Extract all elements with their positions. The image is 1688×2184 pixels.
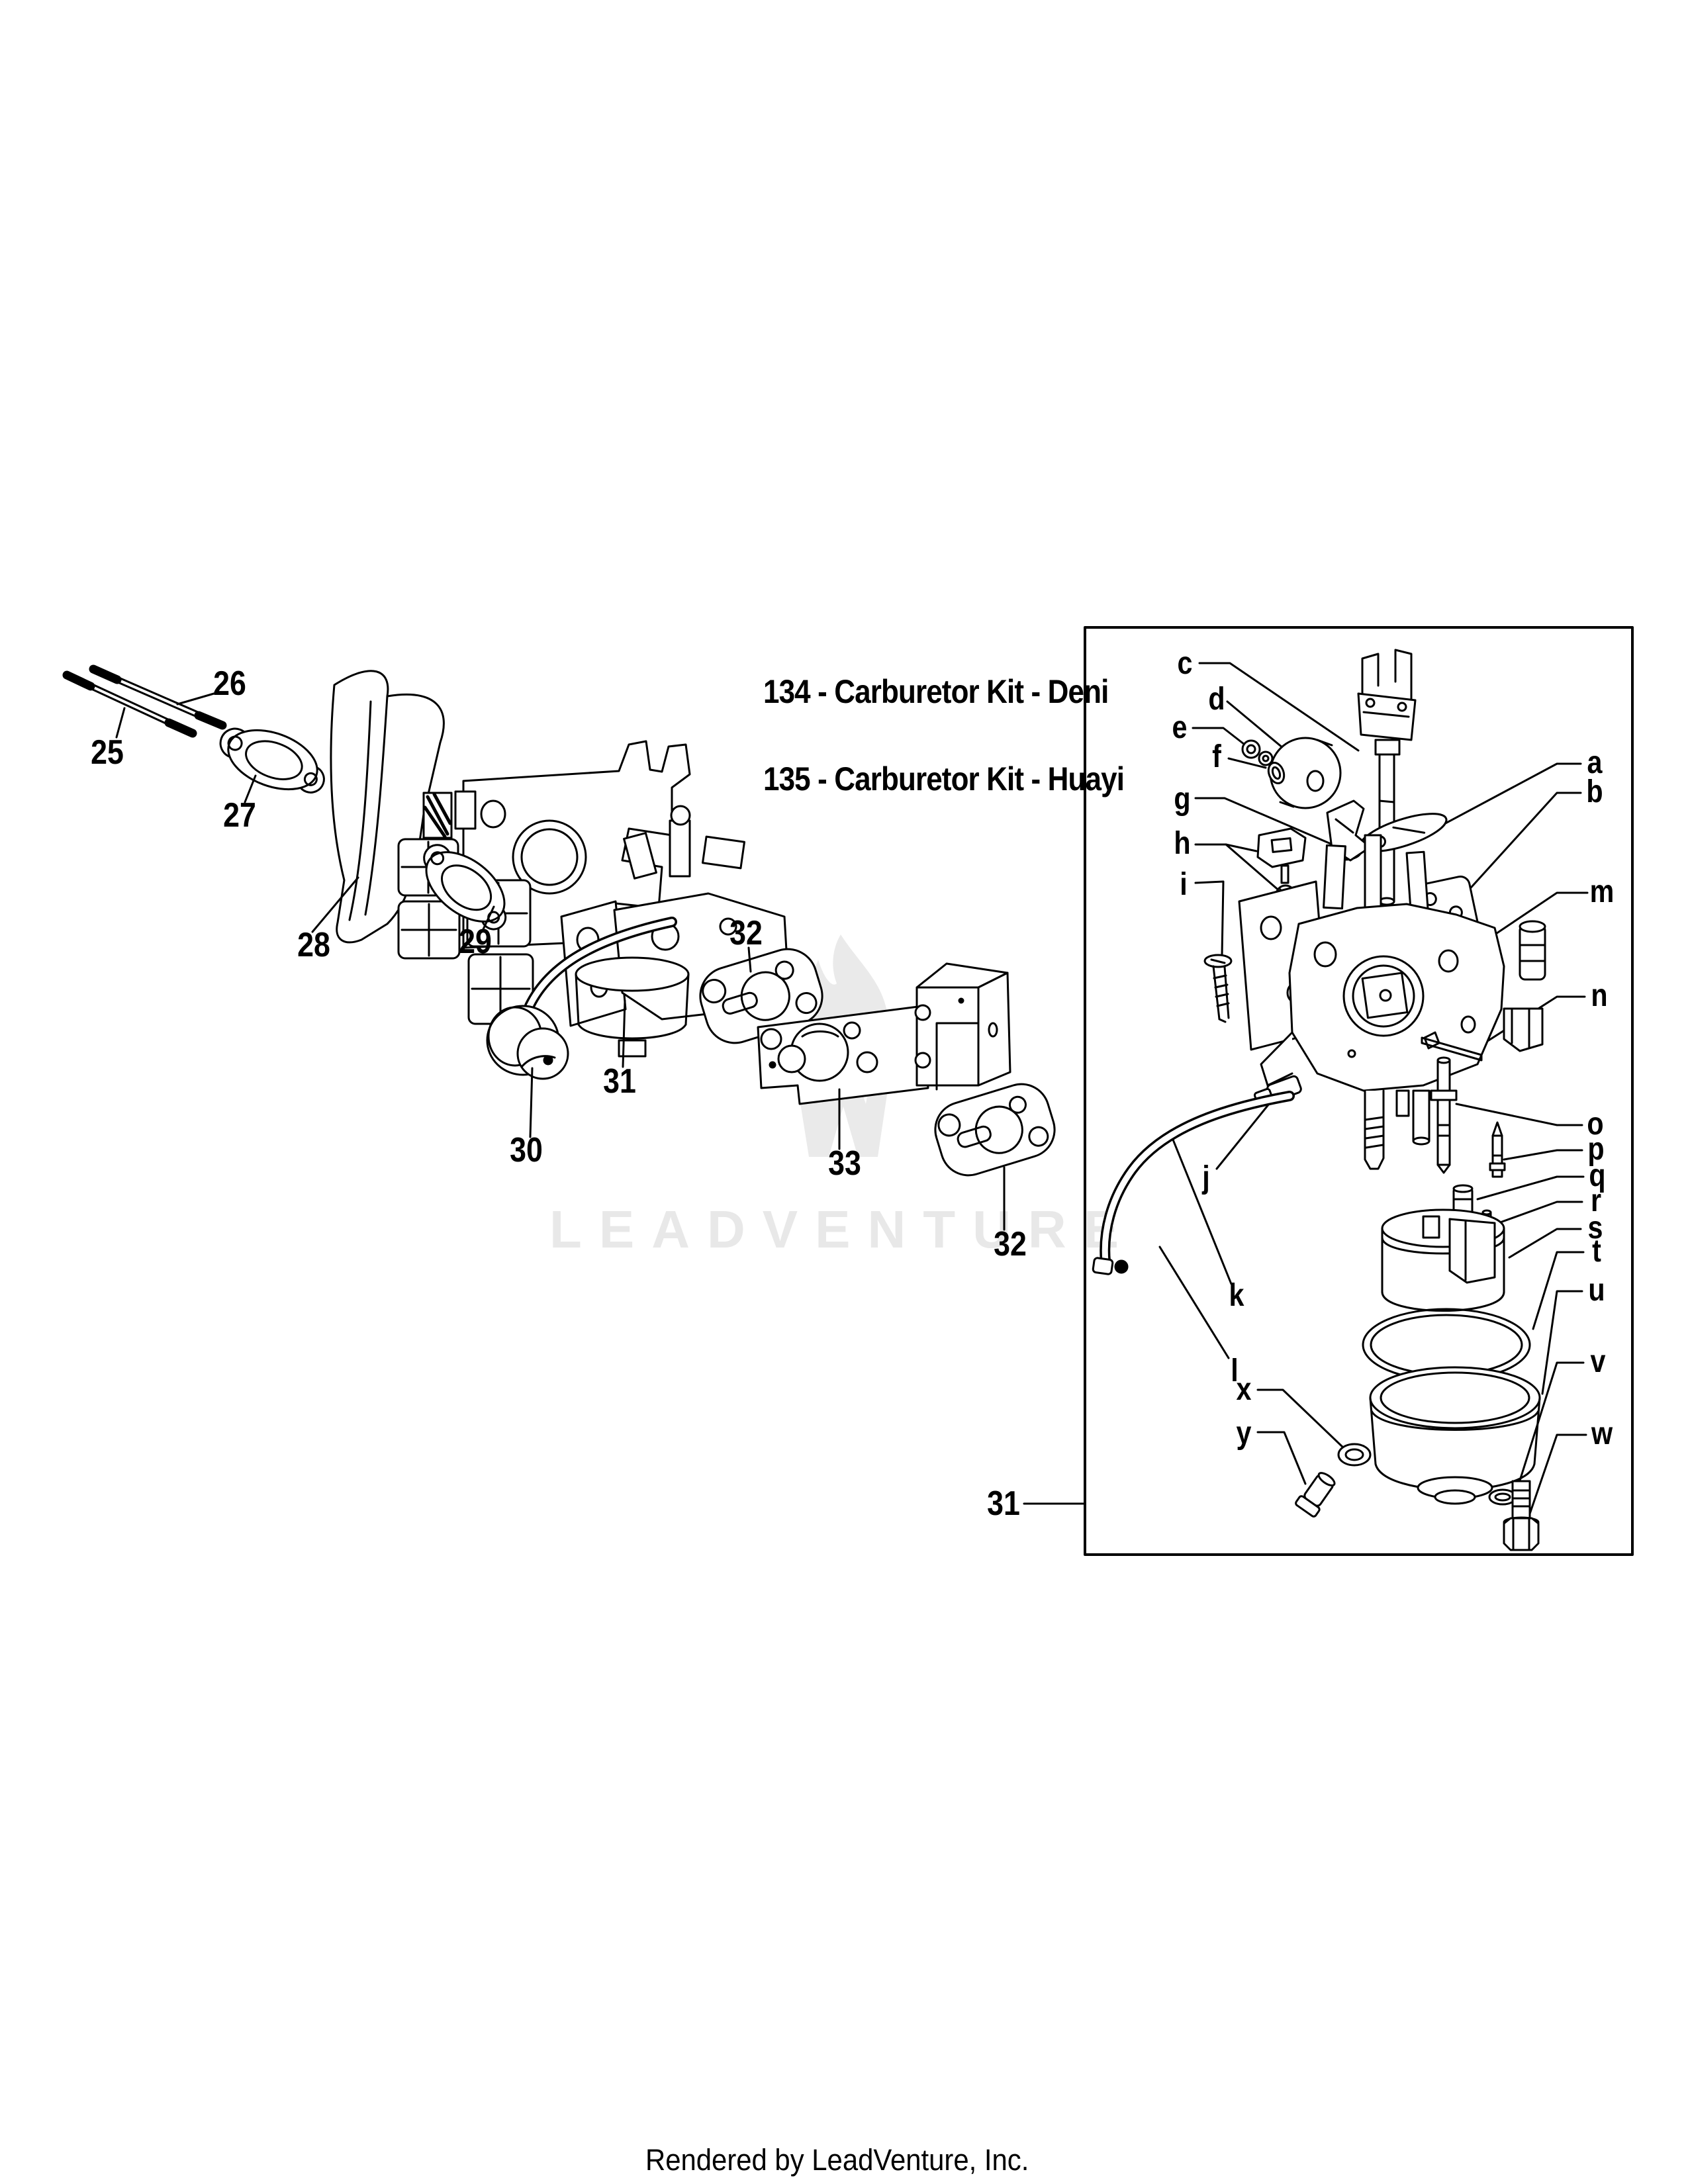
fuel-hose-assembly: [1092, 1075, 1302, 1275]
part-letter-n: n: [1591, 978, 1608, 1013]
part-number-27: 27: [223, 796, 256, 835]
gasket-29: [423, 844, 507, 931]
part-letter-t: t: [1592, 1234, 1601, 1269]
bowl-bolt-w: [1503, 1480, 1540, 1551]
washer-e: [1241, 739, 1274, 766]
part-letter-a: a: [1587, 745, 1603, 780]
gasket-32-second: [934, 1083, 1056, 1177]
part-letter-y: y: [1236, 1416, 1252, 1451]
number-leader-lines: [115, 691, 1086, 1505]
part-letter-l: l: [1231, 1353, 1239, 1388]
part-letter-k: k: [1229, 1278, 1244, 1313]
part-number-31-box: 31: [987, 1484, 1020, 1523]
part-letter-v: v: [1590, 1344, 1606, 1379]
part-letter-u: u: [1588, 1273, 1605, 1308]
adapter-plate-33: [757, 962, 1011, 1105]
part-letter-b: b: [1586, 774, 1603, 809]
part-letter-d: d: [1208, 682, 1225, 717]
carburetor-kit-box: [1084, 626, 1634, 1556]
drain-screw-y: [1295, 1472, 1336, 1518]
rendered-by-footer: Rendered by LeadVenture, Inc.: [645, 2143, 1029, 2177]
part-letter-w: w: [1591, 1416, 1613, 1451]
primer-bulb-30: [486, 1005, 569, 1080]
part-number-32-second: 32: [994, 1225, 1027, 1263]
part-number-30: 30: [510, 1131, 543, 1169]
part-letter-c: c: [1177, 646, 1193, 681]
float-needle-p: [1489, 1121, 1506, 1178]
part-number-33: 33: [828, 1144, 861, 1183]
part-number-32-first: 32: [729, 914, 763, 952]
main-jet-tube-o: [1430, 1056, 1458, 1174]
part-letter-x: x: [1236, 1372, 1252, 1407]
part-number-31: 31: [603, 1062, 636, 1101]
part-number-25: 25: [91, 733, 124, 772]
leadventure-watermark: LEADVENTURE: [549, 1200, 1137, 1259]
part-letter-i: i: [1180, 867, 1188, 902]
kit-title-deni: 134 - Carburetor Kit - Deni: [763, 673, 1109, 710]
part-number-26: 26: [213, 664, 246, 703]
kit-title-huayi: 135 - Carburetor Kit - Huayi: [763, 760, 1125, 797]
part-number-28: 28: [297, 926, 330, 964]
part-number-29: 29: [459, 923, 492, 961]
part-letter-j: j: [1202, 1160, 1210, 1195]
part-letter-h: h: [1174, 826, 1191, 861]
part-letter-o: o: [1587, 1107, 1604, 1142]
part-letter-m: m: [1589, 874, 1615, 909]
stud-26: [89, 664, 227, 730]
part-letter-g: g: [1174, 782, 1191, 817]
carburetor-body-m: [1238, 834, 1546, 1170]
float-s: [1381, 1208, 1505, 1312]
part-letter-f: f: [1212, 739, 1221, 774]
part-letter-q: q: [1589, 1158, 1606, 1193]
part-letter-e: e: [1172, 710, 1188, 745]
gasket-27: [219, 727, 325, 794]
pin-n: [1421, 1036, 1483, 1062]
float-bowl-u: [1369, 1366, 1541, 1505]
stud-25: [62, 670, 197, 738]
part-letter-s: s: [1587, 1210, 1603, 1246]
screw-i: [1203, 954, 1233, 1023]
seal-f: [1267, 762, 1286, 784]
drain-washer-x: [1337, 1443, 1372, 1467]
part-letter-r: r: [1590, 1183, 1602, 1218]
letter-leader-lines: [1158, 662, 1589, 1521]
part-letter-p: p: [1587, 1132, 1605, 1167]
